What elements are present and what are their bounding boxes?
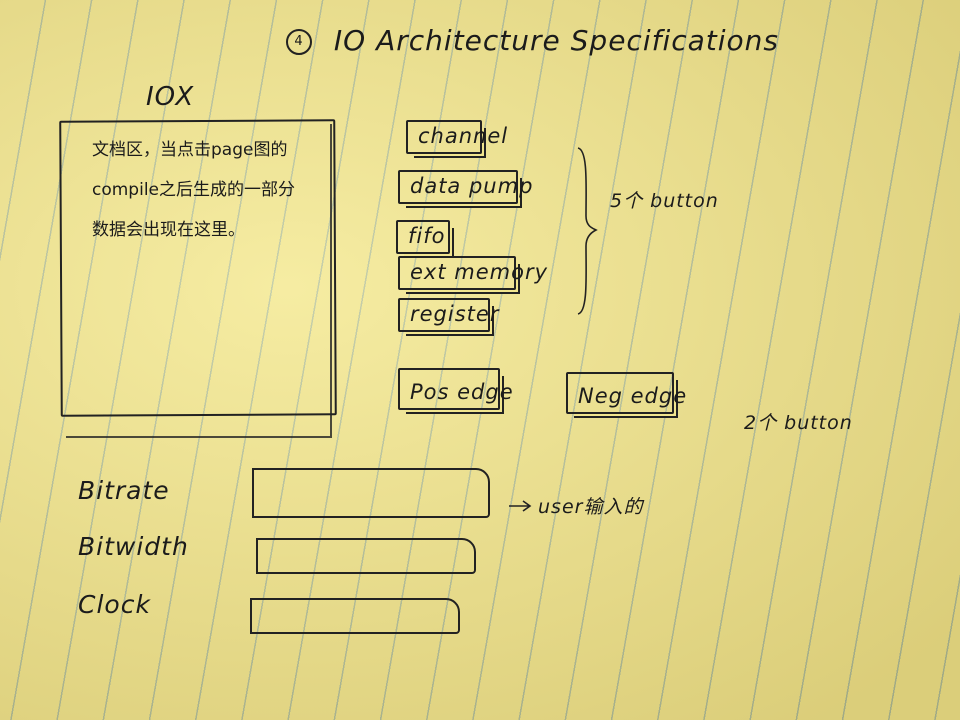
clock-label: Clock bbox=[78, 590, 151, 619]
data-pump-button[interactable]: data pump bbox=[398, 170, 532, 204]
bitrate-label: Bitrate bbox=[78, 476, 170, 505]
doc-area-shadow bbox=[66, 124, 332, 438]
two-buttons-note: 2个 button bbox=[744, 412, 853, 434]
doc-area-label: IOX bbox=[146, 82, 195, 112]
title-text: IO Architecture Specifications bbox=[333, 24, 780, 57]
doc-area-line-2: compile之后生成的一部分 bbox=[92, 180, 296, 200]
doc-area-text: 文档区，当点击page图的 compile之后生成的一部分 数据会出现在这里。 bbox=[92, 130, 332, 250]
pos-edge-button[interactable]: Pos edge bbox=[398, 368, 513, 410]
arrow-right-icon bbox=[509, 500, 532, 512]
curly-brace-icon bbox=[577, 147, 598, 315]
bitwidth-input[interactable] bbox=[256, 538, 476, 574]
title-number-badge: 4 bbox=[286, 29, 312, 55]
register-button[interactable]: register bbox=[398, 298, 498, 332]
page-title: 4 IO Architecture Specifications bbox=[286, 24, 779, 57]
five-buttons-note: 5个 button bbox=[610, 190, 719, 212]
doc-area-line-1: 文档区，当点击page图的 bbox=[92, 140, 288, 160]
ext-memory-button[interactable]: ext memory bbox=[398, 256, 547, 290]
fifo-button[interactable]: fifo bbox=[396, 220, 450, 254]
user-input-note: user输入的 bbox=[538, 496, 644, 518]
doc-area-line-3: 数据会出现在这里。 bbox=[92, 220, 245, 240]
bitwidth-label: Bitwidth bbox=[78, 532, 189, 561]
channel-button[interactable]: channel bbox=[406, 120, 507, 154]
neg-edge-button[interactable]: Neg edge bbox=[566, 372, 686, 414]
bitrate-input[interactable] bbox=[252, 468, 490, 518]
clock-input[interactable] bbox=[250, 598, 460, 634]
